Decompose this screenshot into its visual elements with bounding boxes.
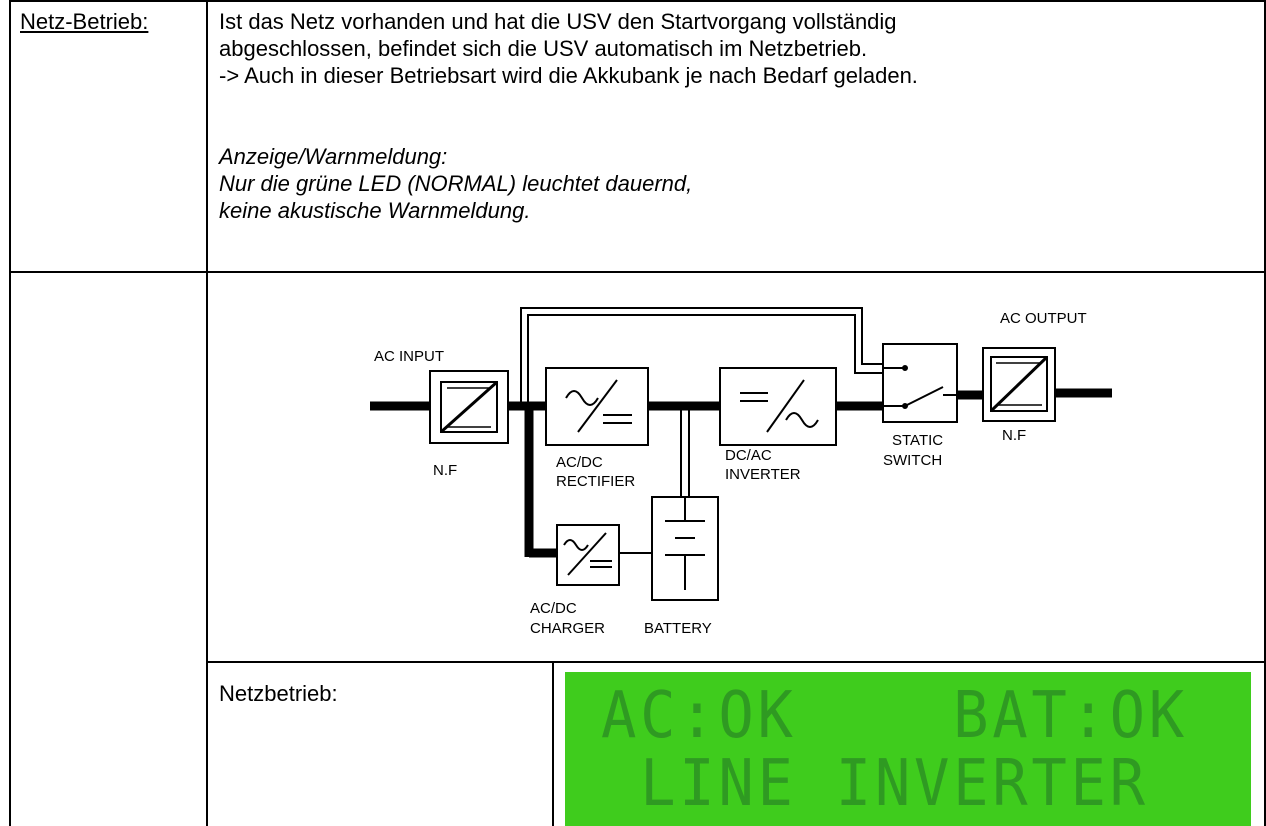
table-row-divider-1: [9, 271, 1266, 273]
table-divider-inner-col: [552, 661, 554, 826]
label-charger-1: AC/DC: [530, 600, 577, 617]
label-inverter-1: DC/AC: [725, 447, 772, 464]
label-ac-input: AC INPUT: [374, 348, 444, 365]
charger-block: [556, 524, 620, 586]
noise-filter-left: [429, 370, 509, 444]
ups-block-diagram: AC INPUT N.F AC/DC RECTIFIER DC/AC INVER…: [370, 307, 1112, 637]
rectifier-block: [545, 367, 649, 446]
warning-line-1: Nur die grüne LED (NORMAL) leuchtet daue…: [219, 171, 693, 196]
static-switch-block: [882, 343, 958, 423]
label-ac-output: AC OUTPUT: [1000, 310, 1087, 327]
lcd-line-1: AC:OK BAT:OK: [601, 679, 1188, 753]
label-nf-right: N.F: [1002, 427, 1026, 444]
table-border-top: [9, 0, 1266, 2]
description-line-2: abgeschlossen, befindet sich die USV aut…: [219, 36, 868, 61]
row-label-netz-betrieb: Netz-Betrieb:: [20, 9, 149, 34]
lcd-line-2: LINE INVERTER: [601, 747, 1149, 821]
label-charger-2: CHARGER: [530, 620, 605, 637]
description-line-3: -> Auch in dieser Betriebsart wird die A…: [219, 63, 918, 88]
lcd-display: AC:OK BAT:OK LINE INVERTER: [565, 672, 1251, 826]
table-row-divider-2: [206, 661, 1266, 663]
table-border-right: [1264, 0, 1266, 826]
label-static-1: STATIC: [892, 432, 943, 449]
warning-heading: Anzeige/Warnmeldung:: [219, 144, 448, 169]
description-line-1: Ist das Netz vorhanden und hat die USV d…: [219, 9, 897, 34]
label-rectifier-2: RECTIFIER: [556, 473, 635, 490]
label-nf-left: N.F: [433, 462, 457, 479]
label-rectifier-1: AC/DC: [556, 454, 603, 471]
inverter-block: [719, 367, 837, 446]
label-inverter-2: INVERTER: [725, 466, 801, 483]
battery-block: [651, 496, 719, 601]
label-static-2: SWITCH: [883, 452, 942, 469]
label-battery: BATTERY: [644, 620, 712, 637]
row-label-netzbetrieb: Netzbetrieb:: [219, 681, 338, 706]
warning-line-2: keine akustische Warnmeldung.: [219, 198, 531, 223]
noise-filter-right: [982, 347, 1056, 422]
table-border-left: [9, 0, 11, 826]
table-divider-col: [206, 0, 208, 826]
